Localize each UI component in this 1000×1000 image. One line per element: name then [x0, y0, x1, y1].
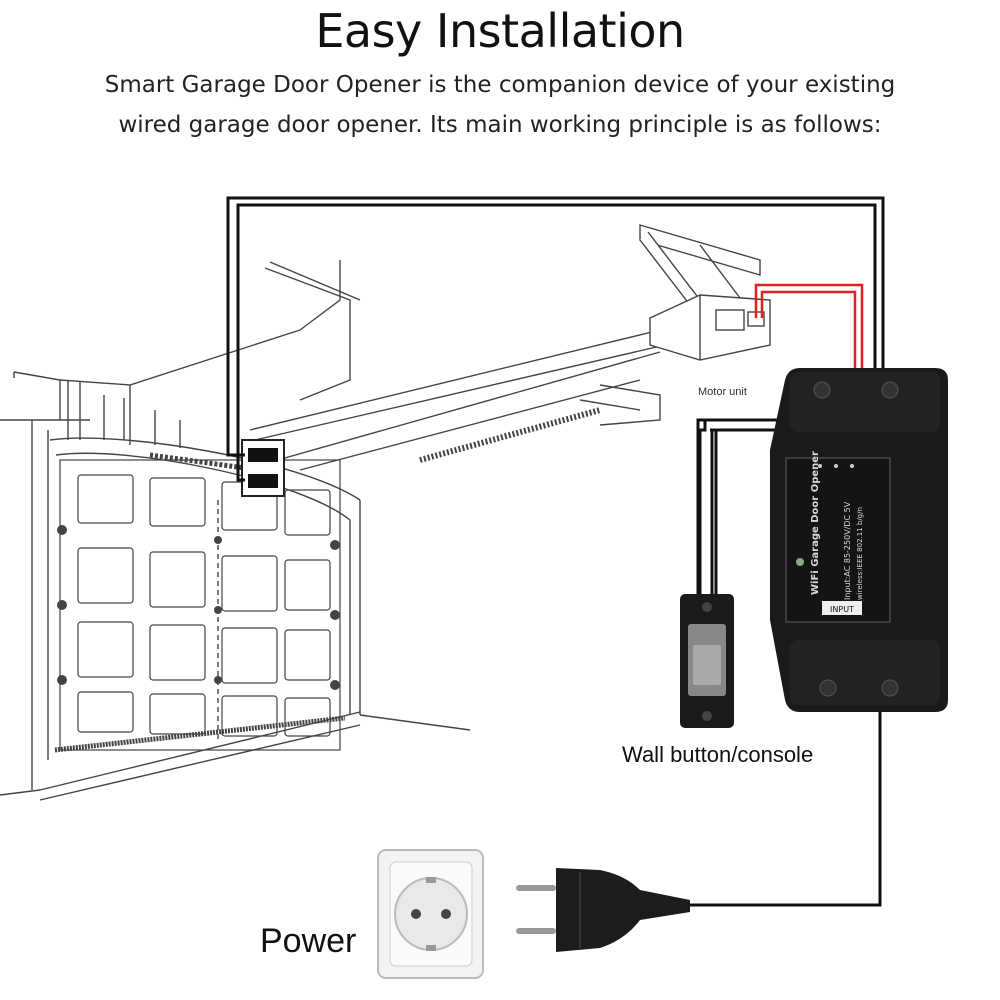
black-wires	[226, 196, 885, 907]
subtitle-line-1: Smart Garage Door Opener is the companio…	[104, 72, 896, 98]
wifi-garage-door-opener: WiFi Garage Door Opener Input:AC 85-250V…	[770, 368, 948, 712]
page-title: Easy Installation	[315, 4, 685, 58]
wall-button-console	[680, 594, 734, 728]
subtitle-line-2: wired garage door opener. Its main worki…	[118, 112, 882, 138]
wall-button-label: Wall button/console	[622, 742, 813, 767]
red-wires	[754, 283, 864, 370]
power-label: Power	[260, 922, 356, 960]
motor-unit-label: Motor unit	[698, 386, 747, 398]
device-spec-wireless: wireless:IEEE 802.11 b/g/n	[856, 507, 864, 600]
wall-socket	[377, 849, 484, 979]
device-name: WiFi Garage Door Opener	[810, 451, 821, 595]
power-plug	[516, 868, 690, 952]
device-input-label: INPUT	[830, 605, 854, 614]
motor-unit	[639, 224, 771, 361]
terminal-block	[241, 439, 285, 497]
garage-sketch	[0, 260, 666, 801]
device-spec-input: Input:AC 85-250V/DC 5V	[843, 501, 852, 600]
